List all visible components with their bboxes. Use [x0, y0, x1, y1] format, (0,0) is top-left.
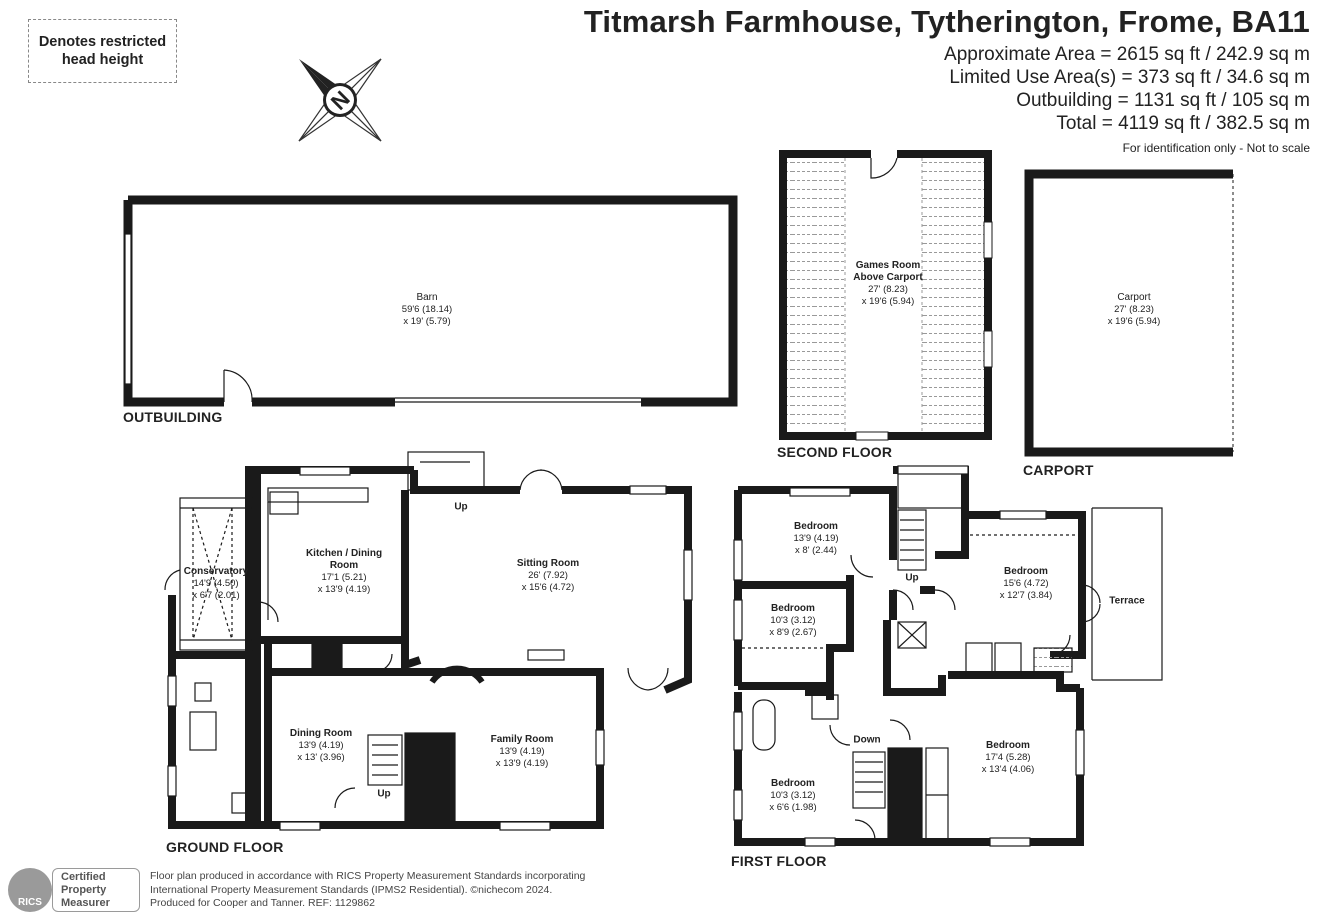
room-dim: 27' (8.23) [868, 284, 908, 295]
room-dim: x 19' (5.79) [403, 316, 451, 327]
credit-line: International Property Measurement Stand… [150, 883, 553, 896]
room-dim: 13'9 (4.19) [298, 740, 344, 751]
room-dim: x 13'9 (4.19) [317, 584, 371, 595]
room-name: Conservatory [183, 566, 249, 577]
room-dim: 10'3 (3.12) [770, 790, 816, 801]
room-barn: Barn 59'6 (18.14) x 19' (5.79) [402, 292, 452, 328]
credit-line: Produced for Cooper and Tanner. REF: 112… [150, 897, 375, 909]
room-dim: x 13' (3.96) [297, 752, 345, 763]
scale-note: For identification only - Not to scale [1122, 141, 1310, 155]
room-dim: x 13'9 (4.19) [495, 758, 549, 769]
floor-label-carport: CARPORT [1023, 462, 1094, 478]
legend-text: Denotes restricted head height [38, 34, 167, 68]
room-name: Kitchen / Dining Room [305, 548, 383, 571]
stair-up-label: Up [454, 501, 468, 513]
games-room-outline [779, 150, 993, 441]
room-name: Bedroom [794, 521, 838, 532]
total-area: Total = 4119 sq ft / 382.5 sq m [1056, 113, 1310, 134]
room-family: Family Room 13'9 (4.19) x 13'9 (4.19) [491, 734, 554, 770]
stair-up-label: Up [377, 788, 391, 800]
room-dim: x 6'7 (2.01) [192, 590, 240, 601]
floor-label-first: FIRST FLOOR [731, 853, 827, 869]
rics-mark: RICS [18, 897, 42, 908]
room-name: Carport [1117, 292, 1151, 303]
room-dim: x 19'6 (5.94) [861, 296, 915, 307]
credit-line: Floor plan produced in accordance with R… [150, 870, 586, 882]
room-carport: Carport 27' (8.23) x 19'6 (5.94) [1108, 292, 1161, 328]
room-dim: x 12'7 (3.84) [999, 590, 1053, 601]
room-dim: x 13'4 (4.06) [981, 764, 1035, 775]
room-dim: 14'9 (4.50) [193, 578, 239, 589]
room-conservatory: Conservatory 14'9 (4.50) x 6'7 (2.01) [184, 566, 248, 602]
plan-title: Titmarsh Farmhouse, Tytherington, Frome,… [583, 4, 1310, 39]
stair-down-label: Down [853, 734, 881, 746]
room-kitchen: Kitchen / Dining Room 17'1 (5.21) x 13'9… [304, 548, 384, 596]
room-name: Bedroom [986, 740, 1030, 751]
room-dim: 17'1 (5.21) [321, 572, 367, 583]
room-bedroom-5: Bedroom 17'4 (5.28) x 13'4 (4.06) [982, 740, 1035, 776]
room-sitting: Sitting Room 26' (7.92) x 15'6 (4.72) [517, 558, 579, 594]
room-bedroom-2: Bedroom 10'3 (3.12) x 8'9 (2.67) [769, 603, 816, 639]
room-name: Bedroom [771, 603, 815, 614]
floor-label-ground: GROUND FLOOR [166, 839, 284, 855]
room-dim: 13'9 (4.19) [793, 533, 839, 544]
room-bedroom-3: Bedroom 15'6 (4.72) x 12'7 (3.84) [1000, 566, 1053, 602]
room-dim: x 8' (2.44) [795, 545, 837, 556]
room-dim: 15'6 (4.72) [1003, 578, 1049, 589]
room-dim: x 6'6 (1.98) [769, 802, 817, 813]
first-floor-details [733, 465, 1163, 847]
room-dining: Dining Room 13'9 (4.19) x 13' (3.96) [290, 728, 352, 764]
ground-floor-details [164, 451, 693, 831]
room-games: Games Room Above Carport 27' (8.23) x 19… [853, 260, 923, 308]
room-name: Sitting Room [516, 558, 580, 569]
plan-credit: Floor plan produced in accordance with R… [150, 870, 585, 911]
room-name: Bedroom [771, 778, 815, 789]
room-bedroom-1: Bedroom 13'9 (4.19) x 8' (2.44) [793, 521, 838, 557]
outbuilding-area: Outbuilding = 1131 sq ft / 105 sq m [1016, 90, 1310, 111]
floor-label-second: SECOND FLOOR [777, 444, 893, 460]
room-name: Bedroom [1004, 566, 1048, 577]
room-dim: x 15'6 (4.72) [521, 582, 575, 593]
room-dim: 59'6 (18.14) [401, 304, 453, 315]
certified-measurer-badge: Certified Property Measurer [52, 868, 140, 912]
room-dim: 10'3 (3.12) [770, 615, 816, 626]
room-name: Games Room Above Carport [853, 260, 923, 283]
room-name: Barn [416, 292, 438, 303]
rics-logo: RICS [8, 868, 52, 912]
room-dim: x 19'6 (5.94) [1107, 316, 1161, 327]
room-dim: x 8'9 (2.67) [769, 627, 817, 638]
cert-text: Certified Property Measurer [61, 871, 110, 909]
room-dim: 27' (8.23) [1114, 304, 1154, 315]
room-dim: 13'9 (4.19) [499, 746, 545, 757]
approximate-area: Approximate Area = 2615 sq ft / 242.9 sq… [944, 44, 1310, 65]
room-dim: 17'4 (5.28) [985, 752, 1031, 763]
terrace-label: Terrace [1109, 595, 1145, 607]
limited-use-area: Limited Use Area(s) = 373 sq ft / 34.6 s… [949, 67, 1310, 88]
stair-up-label: Up [905, 572, 919, 584]
room-dim: 26' (7.92) [528, 570, 568, 581]
room-name: Family Room [490, 734, 554, 745]
room-name: Dining Room [289, 728, 353, 739]
restricted-height-legend: Denotes restricted head height [28, 19, 177, 83]
carport-outline [1024, 169, 1234, 457]
barn-outline [123, 195, 738, 407]
room-bedroom-4: Bedroom 10'3 (3.12) x 6'6 (1.98) [769, 778, 816, 814]
floor-label-outbuilding: OUTBUILDING [123, 409, 223, 425]
